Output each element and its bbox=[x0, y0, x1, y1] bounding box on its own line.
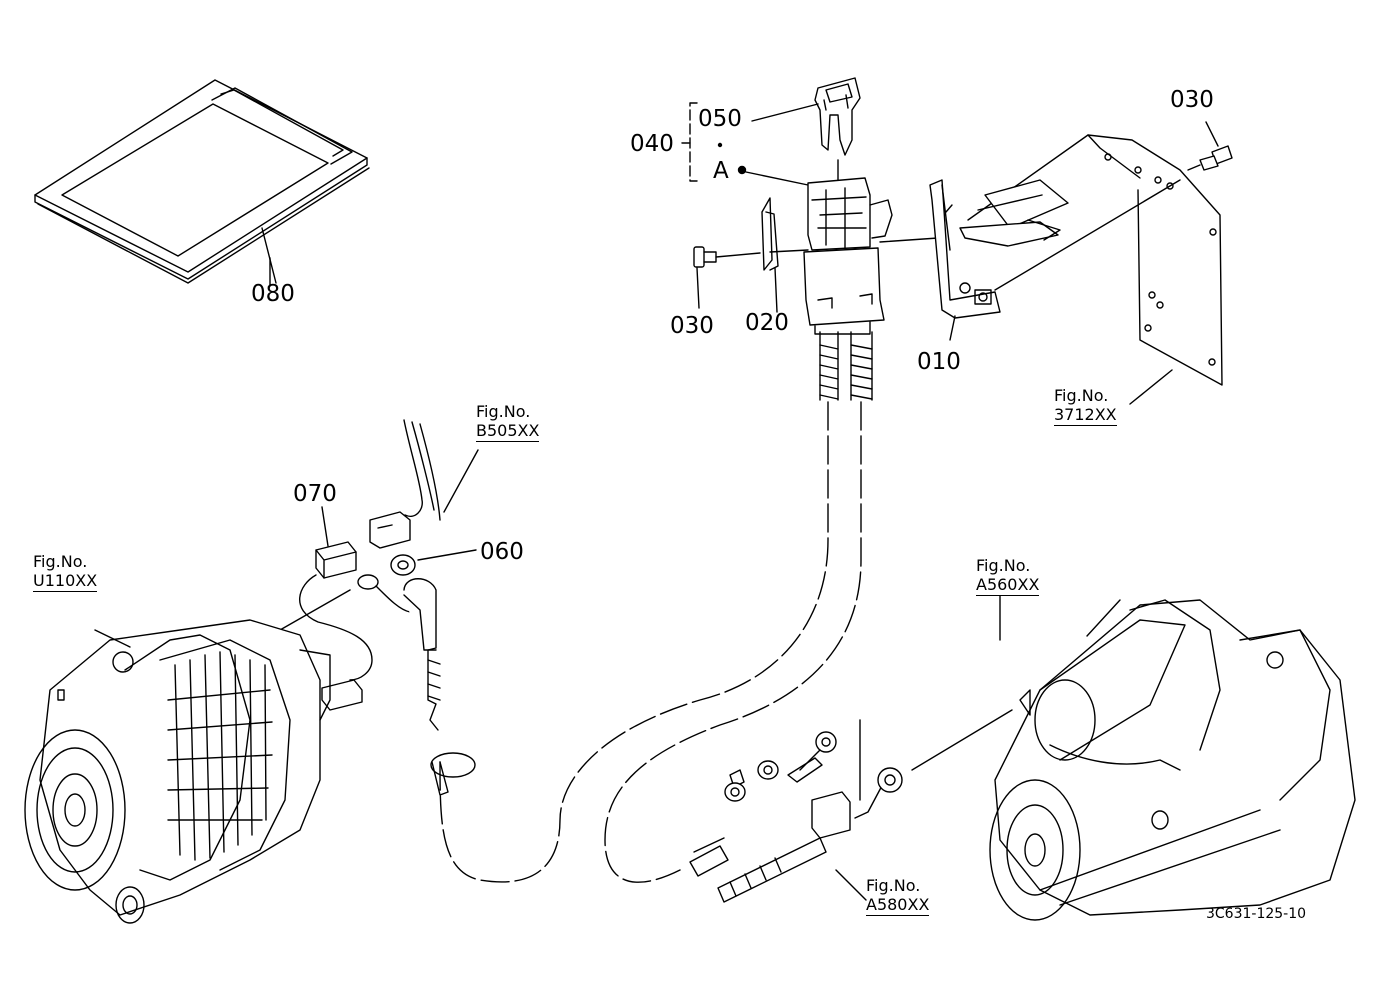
figref-number: U110XX bbox=[33, 571, 98, 592]
label-detail-a: A bbox=[713, 158, 729, 184]
screw-030-right bbox=[1187, 121, 1233, 171]
terminal-hardware bbox=[689, 719, 903, 903]
starter-a560xx bbox=[911, 599, 1356, 921]
label-part-060: 060 bbox=[480, 539, 524, 565]
figref-number: B505XX bbox=[476, 421, 540, 442]
label-part-030-left: 030 bbox=[670, 313, 714, 339]
figref-prefix: Fig.No. bbox=[33, 552, 88, 571]
label-part-070: 070 bbox=[293, 481, 337, 507]
label-part-040: 040 bbox=[630, 131, 674, 157]
terminal-boot bbox=[403, 578, 476, 796]
label-part-030-right: 030 bbox=[1170, 87, 1214, 113]
bracket-040 bbox=[681, 102, 698, 182]
wire-b505xx bbox=[369, 419, 479, 549]
figref-3712xx: Fig.No. 3712XX bbox=[1054, 386, 1117, 426]
plate-020 bbox=[761, 197, 779, 313]
bracket-010 bbox=[929, 179, 1001, 341]
figref-a560xx: Fig.No. A560XX bbox=[976, 556, 1040, 596]
figref-prefix: Fig.No. bbox=[1054, 386, 1109, 405]
figref-prefix: Fig.No. bbox=[976, 556, 1031, 575]
fuse-050 bbox=[814, 77, 861, 156]
drawing-code: 3C631-125-10 bbox=[1206, 906, 1307, 922]
connector-070 bbox=[279, 506, 411, 711]
figref-number: 3712XX bbox=[1054, 405, 1117, 426]
alternator-u110xx bbox=[24, 619, 331, 924]
label-part-050: 050 bbox=[698, 106, 742, 132]
figref-number: A560XX bbox=[976, 575, 1040, 596]
label-part-020: 020 bbox=[745, 310, 789, 336]
figref-prefix: Fig.No. bbox=[476, 402, 531, 421]
manual-080 bbox=[34, 79, 370, 284]
label-part-080: 080 bbox=[251, 281, 295, 307]
nut-060 bbox=[390, 549, 477, 576]
label-part-010: 010 bbox=[917, 349, 961, 375]
figref-a580xx: Fig.No. A580XX bbox=[866, 876, 930, 916]
battery-cable bbox=[439, 401, 829, 883]
screw-030-left bbox=[693, 246, 761, 309]
figref-prefix: Fig.No. bbox=[866, 876, 921, 895]
figref-b505xx: Fig.No. B505XX bbox=[476, 402, 540, 442]
fuse-holder-040 bbox=[803, 177, 893, 401]
figref-number: A580XX bbox=[866, 895, 930, 916]
figref-u110xx: Fig.No. U110XX bbox=[33, 552, 98, 592]
bracket-3712xx bbox=[959, 134, 1223, 405]
